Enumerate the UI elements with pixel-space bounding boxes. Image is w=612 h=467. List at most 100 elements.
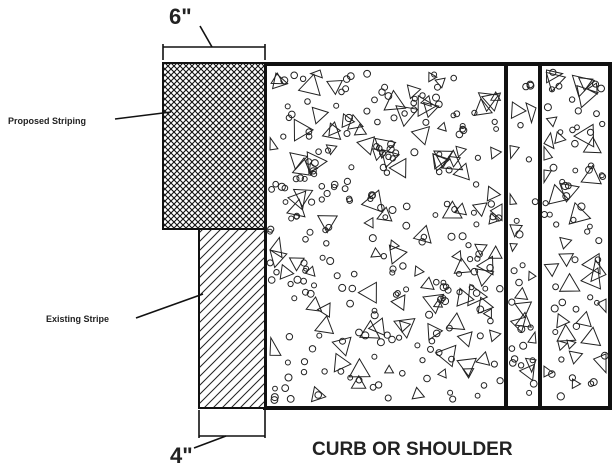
aggregate-circle xyxy=(363,69,372,78)
aggregate-triangle xyxy=(419,276,435,291)
aggregate-circle xyxy=(574,124,580,131)
aggregate-circle xyxy=(323,189,331,198)
aggregate-circle xyxy=(290,71,299,80)
aggregate-circle xyxy=(267,276,276,284)
aggregate-circle xyxy=(370,311,379,320)
aggregate-circle xyxy=(459,125,467,133)
proposed-striping xyxy=(162,62,266,230)
aggregate-circle xyxy=(374,118,381,126)
aggregate-circle xyxy=(587,162,595,170)
aggregate-circle xyxy=(572,167,579,174)
aggregate-triangle xyxy=(326,79,344,96)
aggregate-circle xyxy=(599,120,606,128)
aggregate-triangle xyxy=(428,71,438,83)
aggregate-circle xyxy=(266,259,274,267)
aggregate-circle xyxy=(270,393,279,402)
aggregate-circle xyxy=(333,102,340,109)
aggregate-circle xyxy=(552,329,559,335)
aggregate-triangle xyxy=(269,136,279,151)
aggregate-triangle xyxy=(388,244,408,265)
aggregate-triangle xyxy=(574,310,592,328)
aggregate-circle xyxy=(306,289,315,298)
aggregate-triangle xyxy=(445,312,466,331)
aggregate-circle xyxy=(491,118,498,126)
aggregate-triangle xyxy=(518,363,536,382)
aggregate-circle xyxy=(443,200,451,208)
aggregate-triangle xyxy=(543,169,553,185)
aggregate-triangle xyxy=(488,329,502,343)
existing-leader: Existing Stripe xyxy=(46,293,204,324)
aggregate-circle xyxy=(543,103,552,112)
aggregate-circle xyxy=(553,221,560,228)
aggregate-triangle xyxy=(543,365,554,378)
aggregate-circle xyxy=(371,307,378,314)
aggregate-triangle xyxy=(383,364,395,374)
aggregate-circle xyxy=(369,192,376,199)
aggregate-triangle xyxy=(328,122,342,137)
aggregate-triangle xyxy=(371,148,386,162)
aggregate-circle xyxy=(286,395,295,403)
aggregate-circle xyxy=(428,337,436,345)
aggregate-circle xyxy=(441,297,450,306)
aggregate-circle xyxy=(402,202,411,211)
aggregate-triangle xyxy=(556,312,571,329)
aggregate-triangle xyxy=(269,335,282,356)
aggregate-triangle xyxy=(291,157,312,176)
aggregate-circle xyxy=(348,164,355,171)
aggregate-triangle xyxy=(528,270,537,282)
label-proposed-striping: Proposed Striping xyxy=(8,116,86,126)
aggregate-triangle xyxy=(473,97,494,117)
aggregate-triangle xyxy=(279,263,295,280)
aggregate-triangle xyxy=(477,296,495,314)
aggregate-triangle xyxy=(556,323,577,342)
aggregate-triangle xyxy=(331,336,352,357)
aggregate-circle xyxy=(571,139,579,148)
aggregate-triangle xyxy=(309,69,324,79)
aggregate-circle xyxy=(318,196,325,203)
aggregate-circle xyxy=(402,221,411,230)
aggregate-circle xyxy=(529,379,538,388)
aggregate-circle xyxy=(284,103,291,110)
aggregate-triangle xyxy=(475,350,491,366)
aggregate-circle xyxy=(455,130,464,139)
aggregate-triangle xyxy=(304,265,316,277)
aggregate-circle xyxy=(410,99,418,107)
aggregate-triangle xyxy=(592,353,607,374)
aggregate-circle xyxy=(361,331,370,340)
aggregate-circle xyxy=(300,259,308,267)
aggregate-circle xyxy=(389,265,397,273)
aggregate-circle xyxy=(419,357,426,364)
aggregate-circle xyxy=(587,223,593,230)
aggregate-circle xyxy=(585,165,593,174)
aggregate-circle xyxy=(281,384,290,393)
aggregate-circle xyxy=(471,109,478,117)
aggregate-triangle xyxy=(586,82,598,95)
proposed-leader: Proposed Striping xyxy=(8,111,172,126)
aggregate-triangle xyxy=(289,152,309,171)
aggregate-triangle xyxy=(427,322,444,341)
aggregate-triangle xyxy=(434,344,457,368)
aggregate-circle xyxy=(473,221,480,228)
aggregate-circle xyxy=(384,92,393,100)
aggregate-circle xyxy=(598,172,605,179)
aggregate-circle xyxy=(306,228,314,236)
aggregate-circle xyxy=(510,355,519,363)
aggregate-triangle xyxy=(269,236,283,259)
aggregate-triangle xyxy=(359,319,381,339)
aggregate-circle xyxy=(376,338,385,347)
aggregate-triangle xyxy=(509,242,519,253)
aggregate-triangle xyxy=(510,101,527,120)
aggregate-triangle xyxy=(543,263,560,278)
aggregate-triangle xyxy=(568,201,592,225)
aggregate-circle xyxy=(597,84,605,93)
aggregate-circle xyxy=(517,325,526,334)
aggregate-triangle xyxy=(513,286,529,300)
aggregate-circle xyxy=(593,110,600,118)
aggregate-circle xyxy=(280,76,289,85)
aggregate-triangle xyxy=(475,255,494,276)
aggregate-triangle xyxy=(270,72,285,85)
aggregate-circle xyxy=(571,256,579,264)
aggregate-triangle xyxy=(453,202,468,216)
aggregate-triangle xyxy=(509,144,521,160)
aggregate-triangle xyxy=(509,192,518,206)
